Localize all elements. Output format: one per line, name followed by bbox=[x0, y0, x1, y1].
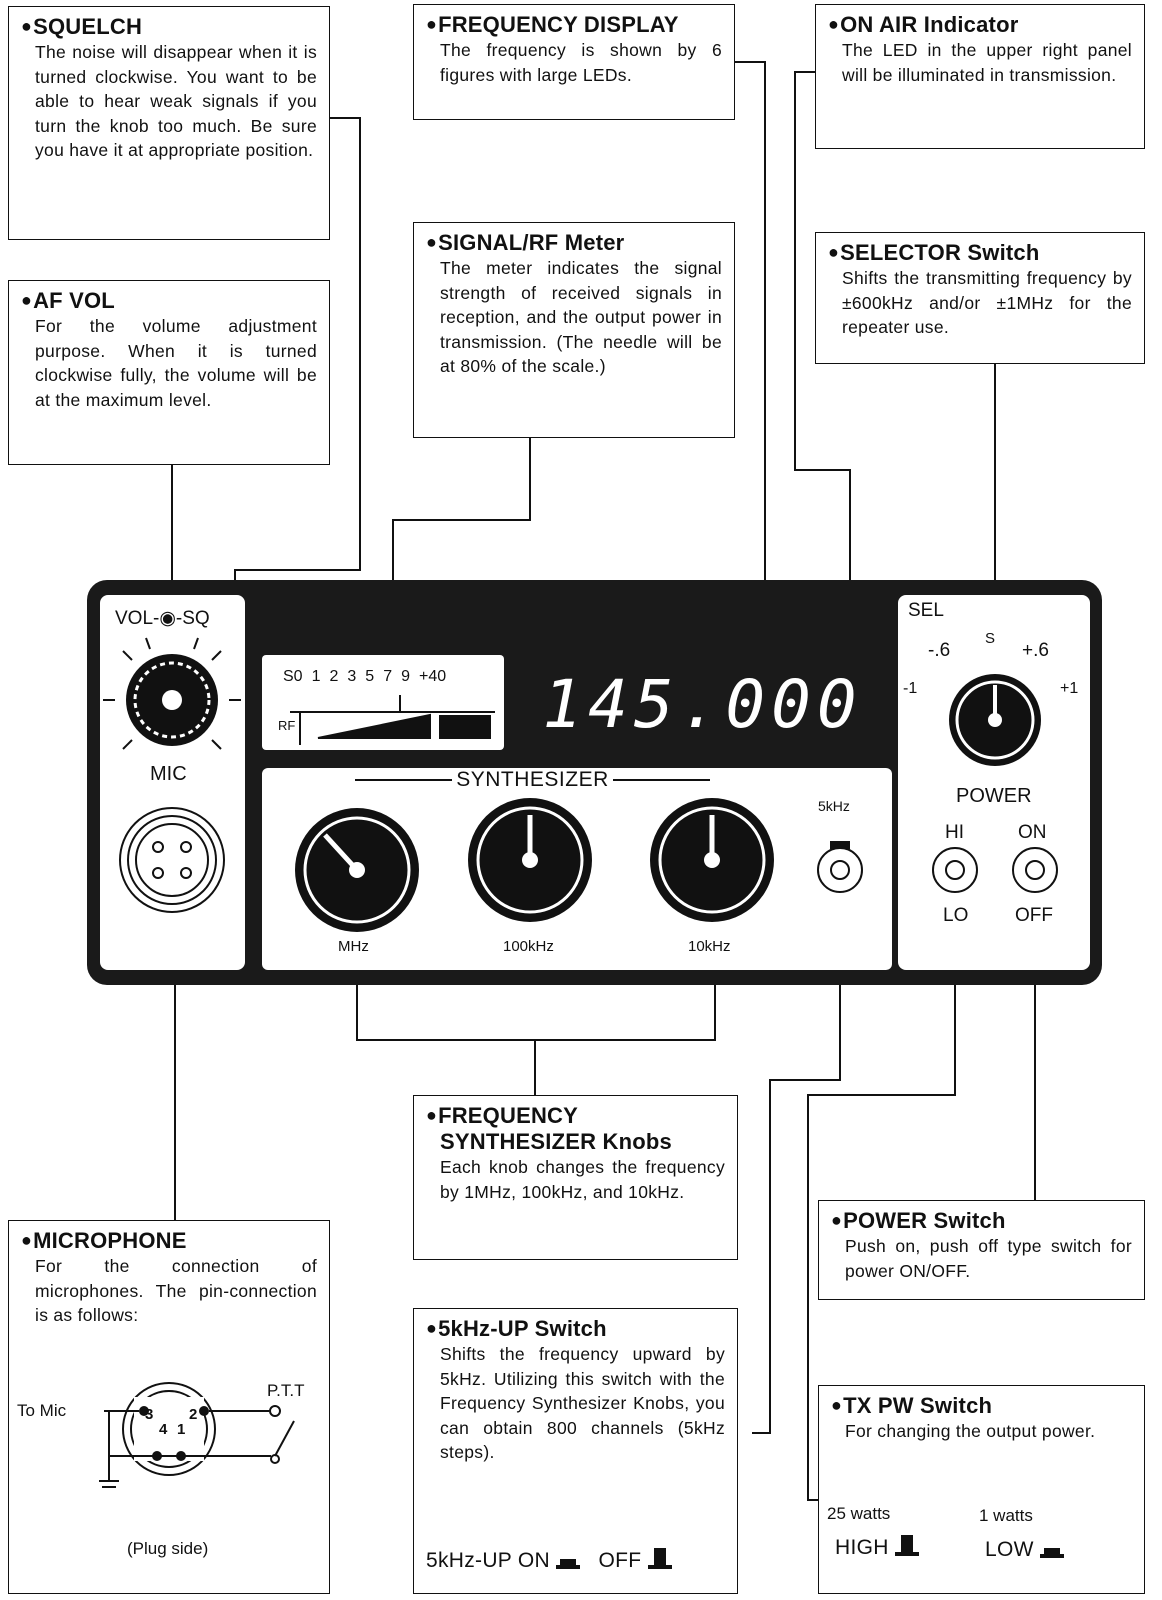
callout-title: AF VOL bbox=[33, 288, 115, 313]
low-label: LOW bbox=[985, 1538, 1034, 1561]
five-khz-label: 5kHz bbox=[818, 798, 850, 814]
switch-up-icon bbox=[647, 1547, 672, 1569]
callout-text: Each knob changes the frequency by 1MHz,… bbox=[440, 1157, 725, 1202]
meter-scale-mark: +40 bbox=[419, 668, 447, 685]
callout-title: 5kHz-UP Switch bbox=[438, 1316, 607, 1341]
synthesizer-text: SYNTHESIZER bbox=[456, 768, 609, 791]
selector-knob bbox=[949, 674, 1041, 766]
callout-title: FREQUENCY DISPLAY bbox=[438, 12, 679, 37]
callout-text: The meter indicates the signal strength … bbox=[440, 258, 722, 377]
sel-label: SEL bbox=[908, 600, 944, 621]
low-position: LOW bbox=[985, 1536, 1064, 1562]
low-watts-label: 1 watts bbox=[979, 1506, 1033, 1525]
callout-power: ●POWER Switch Push on, push off type swi… bbox=[818, 1200, 1145, 1300]
callout-selector: ●SELECTOR Switch Shifts the transmitting… bbox=[815, 232, 1145, 364]
vol-sq-label: VOL-◉-SQ bbox=[115, 608, 210, 629]
mic-connector bbox=[119, 807, 225, 913]
vol-sq-knob bbox=[103, 637, 241, 750]
sel-mark-minus-06: -.6 bbox=[928, 640, 951, 661]
meter-scale-mark: S0 bbox=[283, 668, 303, 685]
callout-title: POWER Switch bbox=[843, 1208, 1006, 1233]
plug-side-label: (Plug side) bbox=[127, 1539, 209, 1558]
rf-label: RF bbox=[278, 718, 296, 733]
mic-pin-diagram bbox=[99, 1382, 295, 1488]
callout-title: FREQUENCY bbox=[438, 1103, 579, 1128]
high-watts-label: 25 watts bbox=[827, 1504, 891, 1523]
callout-frequency-display: ●FREQUENCY DISPLAY The frequency is show… bbox=[413, 4, 735, 120]
callout-text: The noise will disappear when it is turn… bbox=[35, 42, 317, 161]
high-label: HIGH bbox=[835, 1536, 889, 1559]
signal-meter bbox=[290, 695, 495, 745]
tx-power-toggle bbox=[932, 847, 978, 893]
callout-text: The LED in the upper right panel will be… bbox=[842, 40, 1132, 85]
sel-mark-plus-1: +1 bbox=[1060, 680, 1079, 697]
lo-label: LO bbox=[943, 905, 969, 926]
callout-title: SQUELCH bbox=[33, 14, 143, 39]
callout-squelch: ●SQUELCH The noise will disappear when i… bbox=[8, 6, 330, 240]
meter-scale-mark: 9 bbox=[401, 668, 411, 685]
callout-text: Shifts the frequency upward by 5kHz. Uti… bbox=[440, 1344, 725, 1463]
sel-mark-plus-06: +.6 bbox=[1022, 640, 1049, 661]
pin-2: 2 bbox=[189, 1406, 198, 1423]
meter-scale-mark: 5 bbox=[365, 668, 375, 685]
pin-4: 4 bbox=[159, 1421, 168, 1438]
knob-label-100khz: 100kHz bbox=[503, 938, 554, 955]
callout-text: Shifts the transmitting frequency by ±60… bbox=[842, 268, 1132, 338]
pin-1: 1 bbox=[177, 1421, 186, 1438]
front-panel bbox=[87, 580, 1102, 985]
callout-signal-meter: ●SIGNAL/RF Meter The meter indicates the… bbox=[413, 222, 735, 438]
synth-knob-100khz bbox=[468, 798, 592, 922]
knob-label-10khz: 10kHz bbox=[688, 938, 731, 955]
meter-scale: S0 1 2 3 5 7 9 +40 bbox=[283, 668, 446, 686]
on-label: ON bbox=[1018, 822, 1047, 843]
high-position: HIGH bbox=[835, 1534, 919, 1560]
synth-knob-10khz bbox=[650, 798, 774, 922]
callout-title: SIGNAL/RF Meter bbox=[438, 230, 625, 255]
switch-down-icon bbox=[1039, 1536, 1064, 1558]
callout-text: For the connection of microphones. The p… bbox=[35, 1256, 317, 1326]
callout-text: For changing the output power. bbox=[845, 1421, 1096, 1441]
synth-knob-mhz bbox=[295, 808, 419, 932]
callout-synth-knobs: ●FREQUENCY SYNTHESIZER Knobs Each knob c… bbox=[413, 1095, 738, 1260]
hi-label: HI bbox=[945, 822, 964, 843]
power-label: POWER bbox=[956, 785, 1032, 807]
callout-text: The frequency is shown by 6 figures with… bbox=[440, 40, 722, 85]
callout-text: For the volume adjustment purpose. When … bbox=[35, 316, 317, 410]
5khz-switch-positions: 5kHz-UP ON OFF bbox=[426, 1547, 672, 1573]
sel-mark-minus-1: -1 bbox=[903, 680, 918, 697]
callout-af-vol: ●AF VOL For the volume adjustment purpos… bbox=[8, 280, 330, 465]
callout-title-line2: SYNTHESIZER Knobs bbox=[440, 1129, 672, 1154]
callout-5khz-up: ●5kHz-UP Switch Shifts the frequency upw… bbox=[413, 1308, 738, 1594]
frequency-readout: 145.000 bbox=[542, 666, 863, 743]
callout-title: SELECTOR Switch bbox=[840, 240, 1040, 265]
ptt-label: P.T.T bbox=[267, 1381, 305, 1400]
knob-label-mhz: MHz bbox=[338, 938, 369, 955]
switch-up-icon bbox=[894, 1534, 919, 1556]
callout-title: MICROPHONE bbox=[33, 1228, 187, 1253]
meter-scale-mark: 7 bbox=[383, 668, 393, 685]
to-mic-label: To Mic bbox=[17, 1401, 67, 1420]
switch-down-icon bbox=[556, 1547, 581, 1569]
callout-title: ON AIR Indicator bbox=[840, 12, 1019, 37]
callout-tx-pw: ●TX PW Switch For changing the output po… bbox=[818, 1385, 1145, 1594]
meter-scale-mark: 2 bbox=[329, 668, 339, 685]
pin-3: 3 bbox=[145, 1406, 154, 1423]
meter-scale-mark: 3 bbox=[347, 668, 357, 685]
five-khz-toggle bbox=[817, 841, 863, 893]
synthesizer-label: SYNTHESIZER bbox=[355, 768, 710, 792]
mic-label: MIC bbox=[150, 763, 187, 785]
callout-microphone: ●MICROPHONE For the connection of microp… bbox=[8, 1220, 330, 1594]
callout-text: Push on, push off type switch for power … bbox=[845, 1236, 1132, 1281]
callout-title: TX PW Switch bbox=[843, 1393, 993, 1418]
callout-on-air: ●ON AIR Indicator The LED in the upper r… bbox=[815, 4, 1145, 149]
meter-scale-mark: 1 bbox=[311, 668, 321, 685]
5khz-switch-label: 5kHz-UP bbox=[426, 1549, 512, 1572]
off-label: OFF bbox=[1015, 905, 1053, 926]
sel-mark-s: S bbox=[985, 630, 996, 647]
off-label: OFF bbox=[598, 1549, 642, 1572]
power-toggle bbox=[1012, 847, 1058, 893]
on-label: ON bbox=[517, 1549, 550, 1572]
